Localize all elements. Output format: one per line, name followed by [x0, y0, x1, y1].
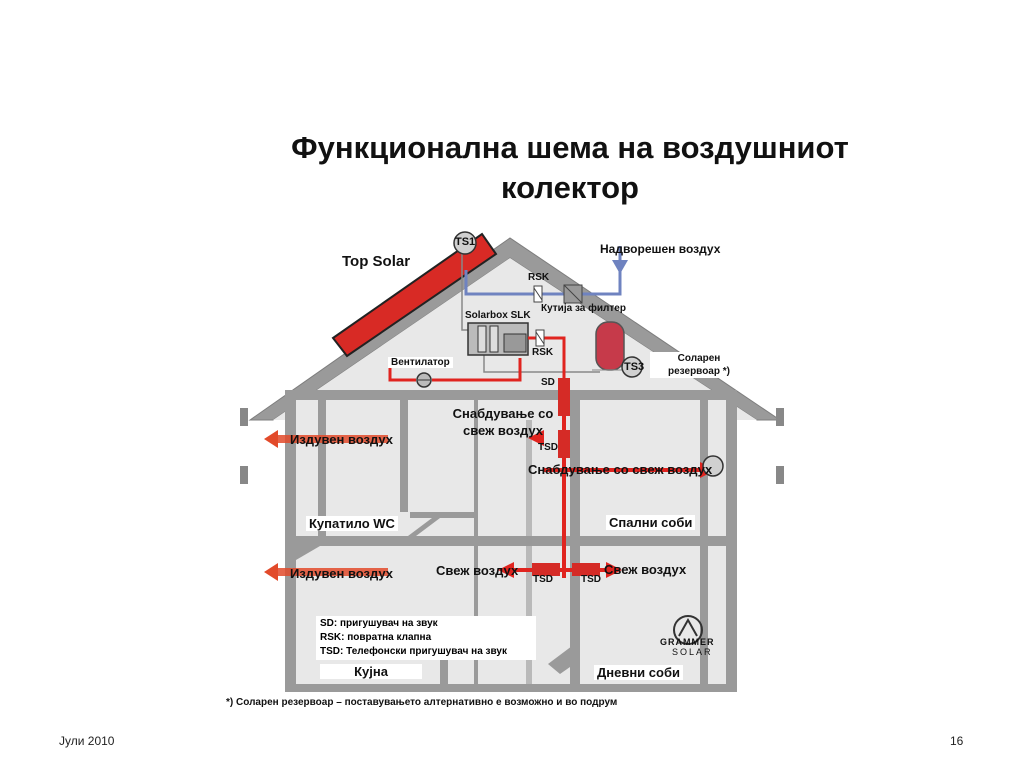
supply-fresh-left-label: Снабдување со свеж воздух	[452, 406, 554, 438]
filter-box-label: Кутија за филтер	[541, 303, 626, 314]
supply-arrow-left	[528, 430, 544, 446]
side-mark	[240, 466, 248, 484]
exhaust-lower-label: Издувен воздух	[290, 566, 394, 581]
fresh-left-label: Свеж воздух	[436, 563, 519, 578]
solarbox-module	[489, 325, 499, 353]
wall-detail	[526, 420, 532, 684]
hot-air-pipe	[432, 358, 522, 382]
logo-text: GRAMMER	[660, 637, 715, 647]
sensor-room-icon	[702, 455, 724, 477]
fan-label: Вентилатор	[388, 357, 453, 368]
outside-air-label: Надворешен воздух	[600, 242, 721, 256]
fresh-arrow-right	[606, 562, 622, 578]
duct-connection	[483, 355, 600, 373]
legend-item: SD: пригушувач на звук	[320, 618, 438, 629]
supply-fresh-right-label: Снабдување со свеж воздух	[528, 462, 713, 477]
living-label: Дневни соби	[594, 665, 683, 680]
page-title: Функционална шема на воздушниот колектор	[210, 128, 930, 208]
sensor-ts1-label: TS1	[455, 236, 476, 248]
rsk-mid-label: RSK	[532, 347, 554, 358]
sd-silencer	[558, 378, 570, 416]
legend-item: TSD: Телефонски пригушувач на звук	[320, 646, 507, 657]
tsd-2-label: TSD	[533, 574, 553, 585]
solarbox-module	[477, 325, 487, 353]
footer-date: Јули 2010	[59, 734, 115, 748]
sensor-ts3-icon	[621, 356, 643, 378]
fresh-right-label: Свеж воздух	[604, 562, 687, 577]
exhaust-arrow-upper-body	[278, 435, 388, 443]
wall-detail	[580, 536, 726, 546]
solar-collector	[331, 232, 498, 358]
outside-air-arrow	[612, 260, 628, 274]
kitchen-label: Кујна	[320, 664, 422, 679]
solar-tank-label: Соларен резервоар *)	[650, 352, 748, 378]
top-solar-label: Top Solar	[342, 253, 411, 270]
solar-tank	[595, 321, 625, 371]
exhaust-upper-label: Издувен воздух	[290, 432, 394, 447]
wall-detail	[296, 540, 320, 560]
tsd-1-label: TSD	[538, 442, 558, 453]
solarbox-label: Solarbox SLK	[465, 310, 531, 321]
rsk-valve-top-line	[533, 287, 543, 301]
title-line-1: Функционална шема на воздушниот	[291, 130, 849, 165]
exhaust-arrow-upper-head	[264, 430, 278, 448]
page-number: 16	[950, 734, 964, 748]
exhaust-arrow-lower-head	[264, 563, 278, 581]
abbreviation-legend: SD: пригушувач на звук RSK: повратна кла…	[316, 616, 536, 660]
sensor-ts1-icon	[453, 231, 477, 255]
wall-detail	[700, 546, 708, 684]
footnote: *) Соларен резервоар – поставувањето алт…	[226, 697, 618, 708]
sensor-ts3-label: TS3	[624, 361, 645, 373]
wall-detail	[410, 512, 474, 518]
exhaust-arrow-lower-body	[278, 568, 388, 576]
side-mark	[776, 466, 784, 484]
legend-item: RSK: повратна клапна	[320, 632, 432, 643]
filter-box-line	[563, 284, 583, 304]
bathroom-label: Купатило WC	[306, 516, 398, 531]
bedrooms-label: Спални соби	[606, 515, 696, 530]
side-mark	[240, 408, 248, 426]
wall-detail	[400, 400, 408, 512]
wall-detail	[318, 400, 326, 536]
tsd-silencer	[558, 430, 570, 458]
wall-detail	[548, 640, 580, 674]
tsd-silencer	[532, 563, 560, 576]
grammer-logo-mark	[678, 617, 698, 637]
fresh-arrow-left	[498, 562, 514, 578]
rsk-valve-mid-line	[535, 331, 545, 345]
solarbox-module	[503, 333, 527, 353]
side-mark	[776, 408, 784, 426]
tsd-silencer	[572, 563, 600, 576]
logo-subtext: SOLAR	[672, 647, 713, 657]
rsk-top-label: RSK	[528, 272, 550, 283]
grammer-logo-icon	[673, 615, 703, 645]
wall-detail	[440, 650, 448, 684]
title-line-2: колектор	[501, 170, 639, 205]
tsd-3-label: TSD	[581, 574, 601, 585]
sd-label: SD	[541, 377, 555, 388]
